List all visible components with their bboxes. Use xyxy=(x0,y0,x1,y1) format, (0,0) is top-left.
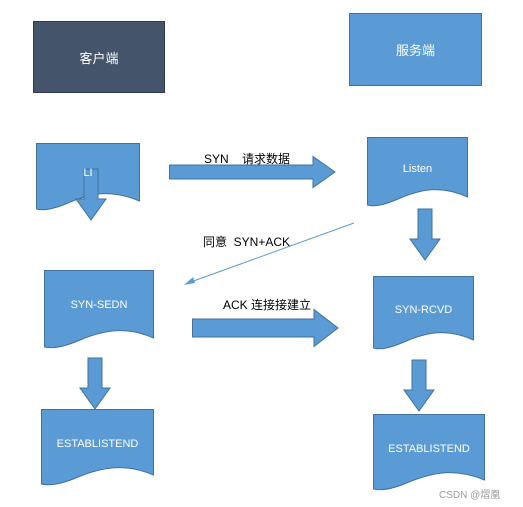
server-state-syn-rcvd: SYN-RCVD xyxy=(373,276,474,344)
server-state-listen-label: Listen xyxy=(402,163,433,175)
server-state-syn-rcvd-shape xyxy=(373,276,474,350)
server-state-listen: Listen xyxy=(367,137,468,201)
client-state-established-label: ESTABLISTEND xyxy=(56,438,139,450)
client-state-syn-sent-shape xyxy=(44,270,154,349)
server-state-syn-rcvd-label: SYN-RCVD xyxy=(394,304,453,316)
server-down-arrow-1 xyxy=(409,208,441,261)
syn-request-label: SYN 请求数据 xyxy=(204,152,291,166)
client-state-listen: LI xyxy=(36,143,140,203)
client-state-listen-label: LI xyxy=(83,167,93,179)
client-down-arrow-2 xyxy=(79,357,111,410)
ack-label: ACK 连接接建立 xyxy=(223,298,312,312)
client-state-syn-sent: SYN-SEDN xyxy=(44,270,154,340)
client-state-syn-sent-label: SYN-SEDN xyxy=(70,299,128,311)
ack-arrow xyxy=(192,308,339,348)
client-down-arrow-1 xyxy=(75,168,107,221)
client-title: 客户端 xyxy=(79,50,119,66)
server-state-listen-shape xyxy=(367,137,468,207)
server-state-established: ESTABLISTEND xyxy=(373,414,485,484)
client-state-established: ESTABLISTEND xyxy=(41,409,154,479)
watermark: CSDN @熠凰 xyxy=(439,490,501,501)
server-header: 服务端 xyxy=(349,13,482,86)
client-state-established-shape xyxy=(41,409,154,486)
server-state-established-shape xyxy=(373,414,485,491)
server-title: 服务端 xyxy=(395,43,435,58)
syn-ack-arrow xyxy=(184,222,355,285)
server-down-arrow-2 xyxy=(403,359,435,412)
client-header: 客户端 xyxy=(33,21,165,93)
syn-request-arrow xyxy=(169,155,336,189)
server-state-established-label: ESTABLISTEND xyxy=(388,443,470,455)
syn-ack-label: 同意 SYN+ACK xyxy=(203,235,291,249)
